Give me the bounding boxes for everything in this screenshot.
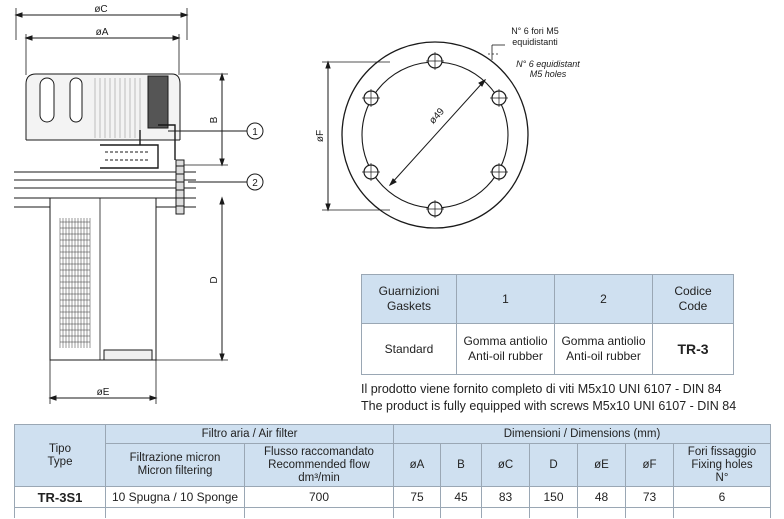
gasket-row-1: Gomma antiolio Anti-oil rubber: [456, 323, 555, 375]
dim-f-label: øF: [315, 130, 326, 142]
dim-a-label: øA: [96, 27, 109, 38]
row-flow: 700: [244, 486, 394, 508]
row-holes: 6: [673, 486, 771, 508]
gasket-header-code: Codice Code: [652, 274, 734, 324]
row-tipo: TR-3S1: [14, 486, 106, 508]
header-dimensions-group: Dimensioni / Dimensions (mm): [393, 424, 771, 444]
dim-b-label: B: [209, 116, 220, 123]
side-view-drawing: øC øA B 1 2 D øE: [14, 4, 264, 404]
row-dim-c: 83: [481, 486, 530, 508]
dim-c-label: øC: [94, 4, 107, 15]
header-fixing-holes: Fori fissaggio Fixing holes N°: [673, 443, 771, 487]
header-dim-b: B: [440, 443, 482, 487]
gasket-table: Guarnizioni Gaskets 1 2 Codice Code Stan…: [361, 274, 734, 375]
product-table-group-header: Tipo Type Filtro aria / Air filter Dimen…: [14, 424, 771, 487]
row-dim-f: 73: [625, 486, 674, 508]
header-flow: Flusso raccomandato Recommended flow dm³…: [244, 443, 394, 487]
gasket-row-2: Gomma antiolio Anti-oil rubber: [554, 323, 653, 375]
table-row-cutoff: [14, 507, 771, 518]
row-dim-a: 75: [393, 486, 441, 508]
callout-1-label: 1: [252, 127, 258, 138]
gasket-table-row: Standard Gomma antiolio Anti-oil rubber …: [361, 323, 734, 375]
callout-2-label: 2: [252, 178, 258, 189]
holes-note-en-2: M5 holes: [530, 69, 567, 79]
top-view-drawing: øF ø49 N° 6 fori M5 equidistanti N° 6 eq…: [315, 26, 580, 229]
header-tipo: Tipo Type: [14, 424, 106, 487]
gasket-header-1: 1: [456, 274, 555, 324]
header-filtration: Filtrazione micron Micron filtering: [105, 443, 245, 487]
header-dim-a: øA: [393, 443, 441, 487]
gasket-header-2: 2: [554, 274, 653, 324]
dim-d-label: D: [209, 276, 220, 283]
gasket-header-gaskets: Guarnizioni Gaskets: [361, 274, 457, 324]
row-dim-b: 45: [440, 486, 482, 508]
holes-note-en-1: N° 6 equidistant: [516, 59, 580, 69]
row-dim-d: 150: [529, 486, 578, 508]
header-air-filter-group: Filtro aria / Air filter: [105, 424, 394, 444]
table-row: TR-3S1 10 Spugna / 10 Sponge 700 75 45 8…: [14, 486, 771, 508]
product-table-column-header: Filtrazione micron Micron filtering Flus…: [15, 443, 771, 487]
row-dim-e: 48: [577, 486, 626, 508]
product-table: Tipo Type Filtro aria / Air filter Dimen…: [14, 424, 771, 518]
gasket-row-standard: Standard: [361, 323, 457, 375]
header-dim-f: øF: [625, 443, 674, 487]
note-english: The product is fully equipped with screw…: [361, 399, 737, 413]
header-dim-c: øC: [481, 443, 530, 487]
header-dim-d: D: [529, 443, 578, 487]
row-filtration: 10 Spugna / 10 Sponge: [105, 486, 245, 508]
holes-note-it-2: equidistanti: [512, 37, 558, 47]
gasket-row-code: TR-3: [652, 323, 734, 375]
holes-note-it-1: N° 6 fori M5: [511, 26, 559, 36]
gasket-table-header: Guarnizioni Gaskets 1 2 Codice Code: [361, 274, 734, 324]
note-italian: Il prodotto viene fornito completo di vi…: [361, 382, 722, 396]
dim-e-label: øE: [97, 387, 110, 398]
header-dim-e: øE: [577, 443, 626, 487]
